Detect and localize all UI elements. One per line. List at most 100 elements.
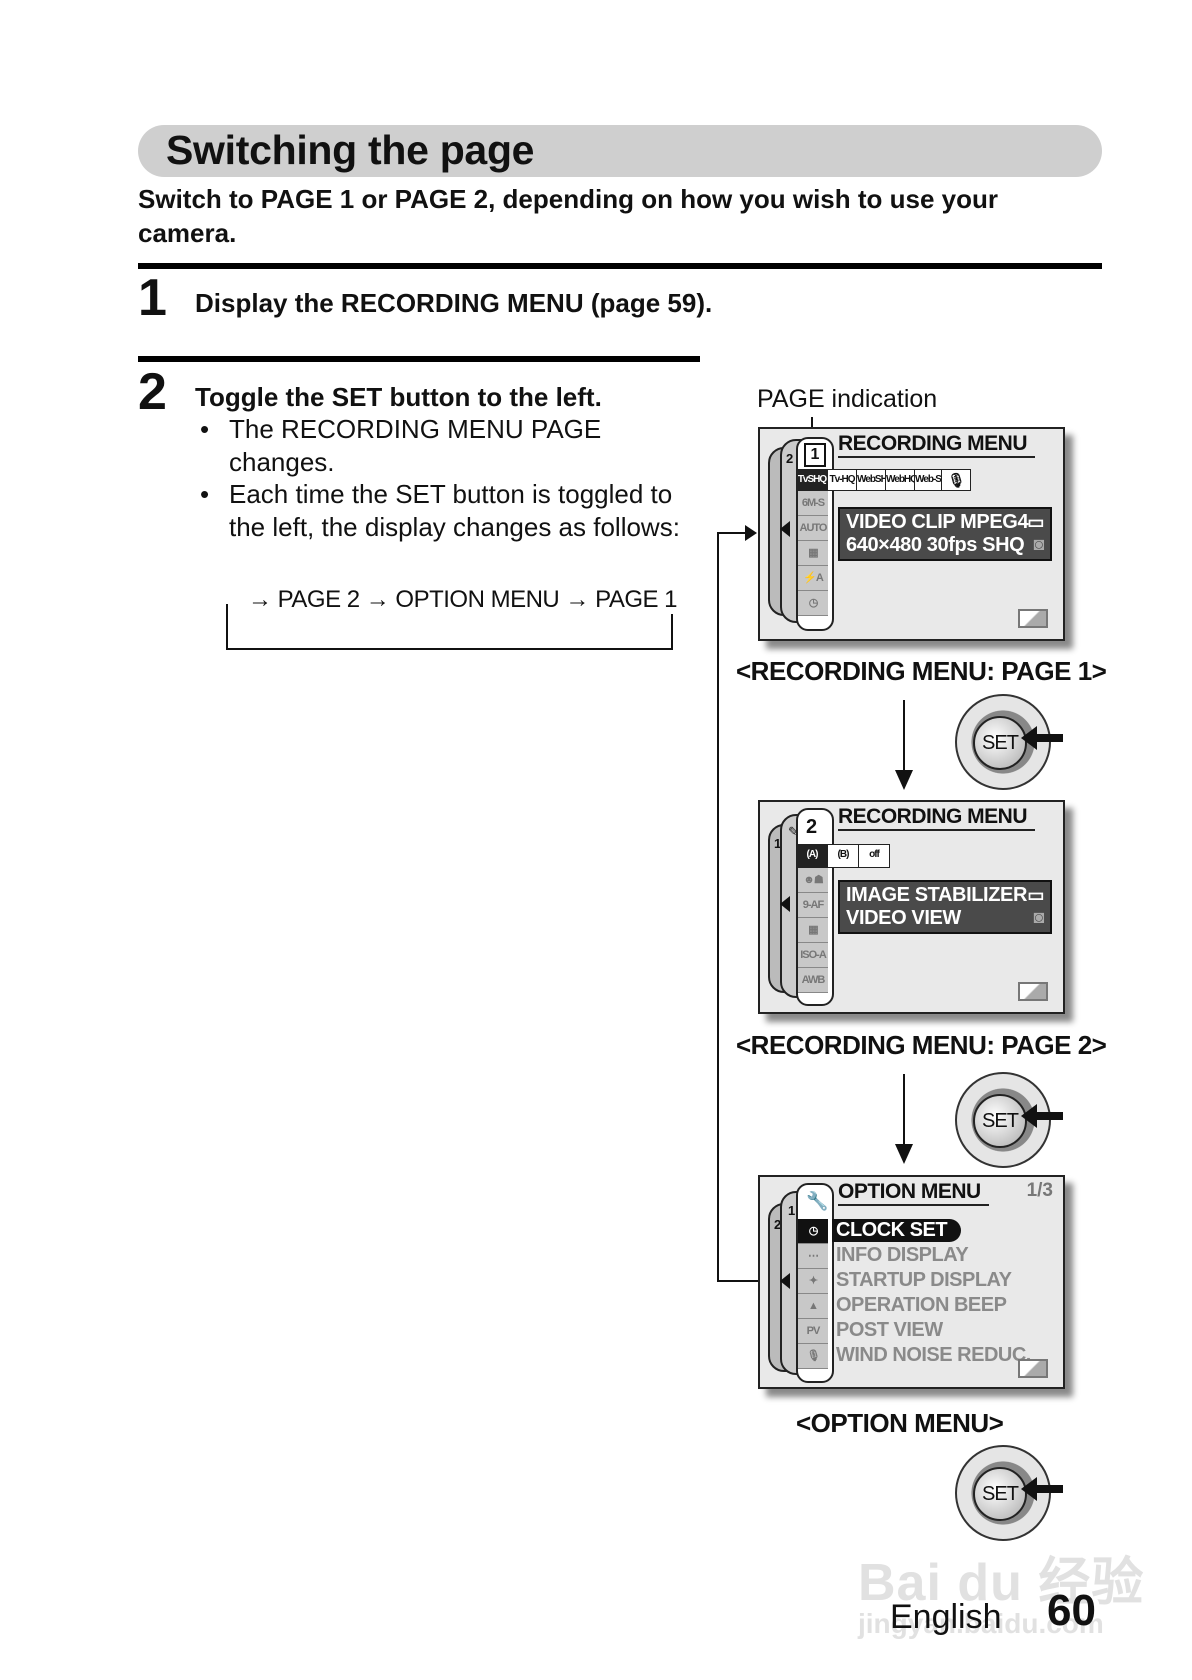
bullet-dot: • (200, 414, 210, 444)
mic-icon: 🎙 (941, 469, 971, 491)
toggle-left-arrow (1033, 734, 1063, 742)
wrench-icon: ✎ (788, 824, 799, 839)
info-display-icon: ⋯ (798, 1244, 828, 1269)
menu-title: RECORDING MENU (838, 805, 1036, 831)
left-arrow-icon (780, 1273, 790, 1289)
section-title: Switching the page (166, 127, 535, 173)
side-icon: ☻☗ (798, 868, 828, 893)
bullet-item: • Each time the SET button is toggled to… (200, 478, 680, 543)
video-camera-icon: ▭ (1027, 512, 1044, 532)
toggle-left-arrowhead (1021, 1104, 1037, 1128)
side-icon: AUTO (798, 516, 828, 541)
set-button-dial: SET (955, 1445, 1063, 1541)
lcd-screen-option-menu: 2 1 🔧 OPTION MENU 1/3 ◷ ⋯ ✦ ▲ PV 🎙 CLOCK… (758, 1175, 1065, 1389)
menu-item-startup-display: STARTUP DISPLAY (836, 1269, 1012, 1291)
toggle-left-arrow (1033, 1485, 1063, 1493)
set-button: SET (973, 1094, 1027, 1148)
loop-line (717, 1280, 759, 1282)
still-camera-icon: ◙ (1033, 907, 1045, 927)
mode-icon: TvSHQ (796, 469, 828, 491)
battery-icon (1018, 1359, 1048, 1378)
description-line: VIDEO VIEW (846, 907, 961, 929)
stabilizer-off-icon: off (858, 844, 890, 868)
back-tab-label: 2 (786, 451, 794, 466)
bullet-item: • The RECORDING MENU PAGE changes. (200, 413, 680, 478)
toggle-left-arrow (1033, 1112, 1063, 1120)
post-view-icon: PV (798, 1319, 828, 1344)
set-button-dial: SET (955, 1072, 1063, 1168)
watermark-url: jingyan.baidu.com (858, 1608, 1104, 1639)
menu-item-info-display: INFO DISPLAY (836, 1244, 969, 1266)
loop-line (717, 532, 719, 1282)
page-number: 2 (806, 816, 818, 838)
mode-icon: Web-S (914, 469, 942, 491)
set-button: SET (973, 716, 1027, 770)
flow-arrow (903, 1074, 905, 1144)
lcd-screen-recording-page2: 1 ✎ 2 RECORDING MENU (A) (B) off ☻☗ 9-AF… (758, 800, 1065, 1014)
side-icon: ▦ (798, 541, 828, 566)
side-icon: ▦ (798, 918, 828, 943)
screen-caption: <RECORDING MENU: PAGE 2> (736, 1030, 1107, 1060)
stabilizer-icon: (B) (827, 844, 859, 868)
page-counter: 1/3 (1026, 1180, 1053, 1201)
toggle-left-arrowhead (1021, 726, 1037, 750)
cycle-diagram-loop (226, 604, 673, 650)
page-number-box: 1 (804, 443, 826, 467)
setting-description: IMAGE STABILIZER VIDEO VIEW ▭ ◙ (838, 880, 1052, 934)
lcd-screen-recording-page1: 2 1 RECORDING MENU TvSHQ Tv-HQ WebSHQ We… (758, 427, 1065, 641)
bullet-dot: • (200, 479, 210, 509)
step-instruction: Toggle the SET button to the left. (195, 382, 602, 412)
side-icon: ◷ (798, 591, 828, 616)
description-line: 640×480 30fps SHQ (846, 534, 1025, 556)
back-tab-label: 2 (774, 1217, 782, 1232)
mode-icon: WebHQ (885, 469, 918, 491)
side-icon: 6M-S (798, 491, 828, 516)
left-arrow-icon (780, 896, 790, 912)
back-tab-label: 1 (788, 1203, 796, 1218)
divider (138, 356, 700, 362)
loop-line (717, 532, 753, 534)
section-header-bar (138, 125, 1102, 177)
menu-item-clock-set: CLOCK SET (832, 1219, 962, 1242)
startup-display-icon: ✦ (798, 1269, 828, 1294)
clock-icon: ◷ (798, 1219, 828, 1244)
step-number: 1 (138, 269, 167, 327)
menu-item-operation-beep: OPERATION BEEP (836, 1294, 1007, 1316)
cycle-diagram-text: → PAGE 2 → OPTION MENU → PAGE 1 (244, 586, 682, 614)
wind-noise-icon: 🎙 (798, 1344, 828, 1369)
still-camera-icon: ◙ (1033, 534, 1045, 554)
flow-arrowhead (895, 1144, 913, 1164)
beep-icon: ▲ (798, 1294, 828, 1319)
bullet-text: The RECORDING MENU PAGE changes. (229, 414, 602, 477)
menu-item-wind-noise-reduc: WIND NOISE REDUC. (836, 1344, 1031, 1366)
side-icon: ISO-A (798, 943, 828, 968)
left-arrow-icon (780, 521, 790, 537)
flow-arrow (903, 700, 905, 770)
watermark-logo: Bai du 经验 (858, 1554, 1145, 1612)
screen-caption: <OPTION MENU> (796, 1408, 1004, 1438)
battery-icon (1018, 609, 1048, 628)
setting-description: VIDEO CLIP MPEG4 640×480 30fps SHQ ▭ ◙ (838, 507, 1052, 561)
step-instruction: Display the RECORDING MENU (page 59). (195, 288, 713, 318)
loop-arrowhead (745, 525, 757, 541)
side-icon: AWB (798, 968, 828, 993)
description-line: VIDEO CLIP MPEG4 (846, 511, 1029, 533)
menu-item-post-view: POST VIEW (836, 1319, 943, 1341)
set-button-dial: SET (955, 694, 1063, 790)
side-icon: ⚡A (798, 566, 828, 591)
video-camera-icon: ▭ (1027, 885, 1044, 905)
divider (138, 263, 1102, 269)
description-line: IMAGE STABILIZER (846, 884, 1028, 906)
mode-icon: Tv-HQ (827, 469, 857, 491)
back-tab-label: 1 (774, 836, 782, 851)
battery-icon (1018, 982, 1048, 1001)
menu-title: OPTION MENU (838, 1180, 989, 1206)
page-number: 60 (1047, 1586, 1096, 1635)
page-indication-label: PAGE indication (757, 385, 938, 413)
footer-language: English (890, 1598, 1002, 1636)
bullet-text: Each time the SET button is toggled to t… (229, 479, 680, 542)
intro-text: Switch to PAGE 1 or PAGE 2, depending on… (138, 184, 998, 248)
flow-arrowhead (895, 770, 913, 790)
side-icon: 9-AF (798, 893, 828, 918)
menu-title: RECORDING MENU (838, 432, 1036, 458)
